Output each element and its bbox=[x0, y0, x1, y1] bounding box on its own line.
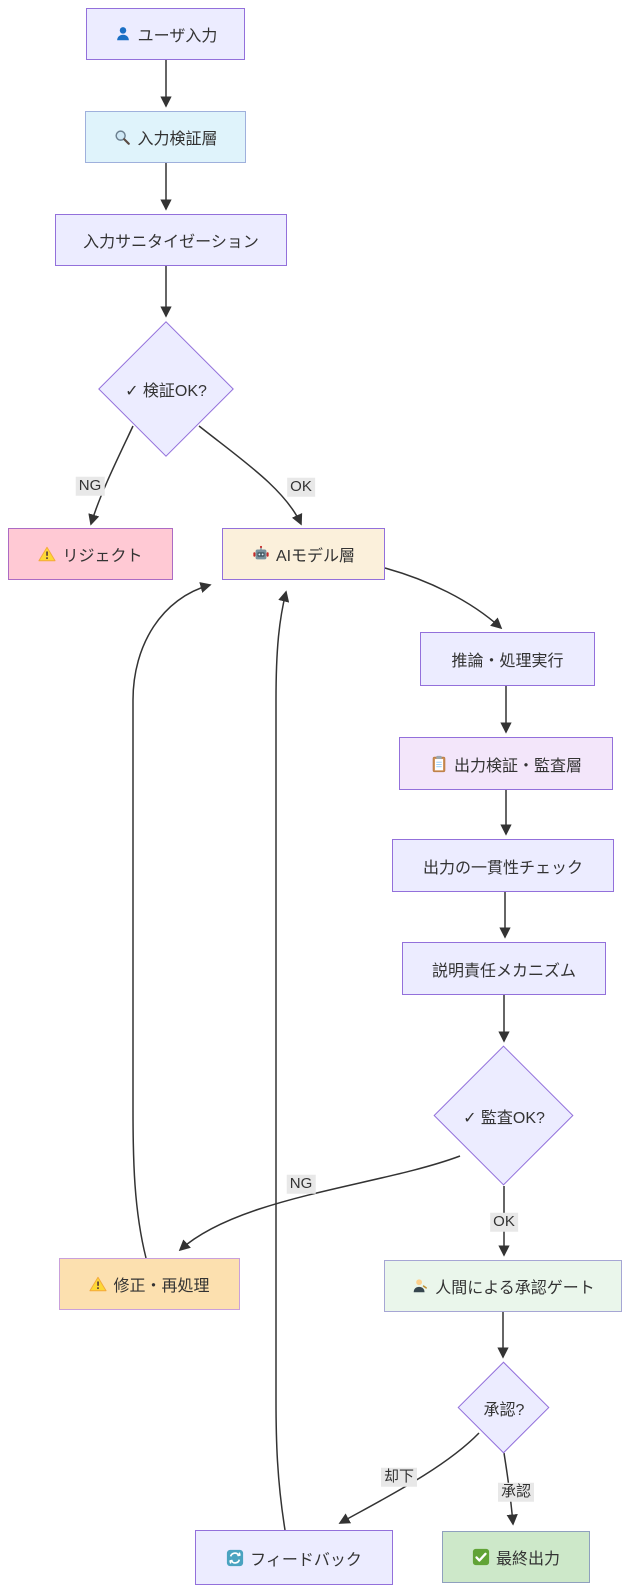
decision-approve-label: 承認? bbox=[483, 1402, 525, 1419]
node-inference-execution: 推論・処理実行 bbox=[420, 632, 595, 686]
decision-audit-ok-label: ✓ 監査OK? bbox=[463, 1110, 545, 1127]
node-label: 推論・処理実行 bbox=[451, 653, 564, 670]
node-human-approval-gate: 人間による承認ゲート bbox=[384, 1260, 622, 1312]
node-user-input: ユーザ入力 bbox=[86, 8, 245, 60]
edge-label-verify-ok: OK bbox=[287, 477, 315, 497]
edge-label-verify-ng: NG bbox=[75, 476, 105, 496]
node-input-validation: 入力検証層 bbox=[85, 111, 246, 163]
node-fix-reprocess: 修正・再処理 bbox=[59, 1258, 240, 1310]
node-feedback: フィードバック bbox=[195, 1530, 393, 1585]
edge-label-audit-ok: OK bbox=[490, 1212, 518, 1232]
node-label: 最終出力 bbox=[495, 1551, 560, 1568]
node-input-sanitization: 入力サニタイゼーション bbox=[55, 214, 287, 266]
node-output-audit-layer: 出力検証・監査層 bbox=[399, 737, 613, 790]
node-label: 入力サニタイゼーション bbox=[83, 234, 259, 251]
robot-icon bbox=[252, 545, 270, 563]
node-ai-model-layer: AIモデル層 bbox=[222, 528, 385, 580]
node-label: 説明責任メカニズム bbox=[431, 962, 576, 980]
search-icon bbox=[113, 128, 131, 146]
node-reject: リジェクト bbox=[8, 528, 173, 580]
edge-verify-ng-to-reject bbox=[88, 425, 134, 526]
node-accountability-mechanism: 説明責任メカニズム bbox=[402, 942, 606, 995]
edge-label-approve-reject: 却下 bbox=[380, 1467, 418, 1487]
edge-ai-to-inference bbox=[384, 567, 503, 630]
node-label: 人間による承認ゲート bbox=[435, 1280, 595, 1297]
warning-icon bbox=[89, 1275, 108, 1293]
node-label: フィードバック bbox=[250, 1551, 362, 1569]
node-label: 修正・再処理 bbox=[113, 1278, 210, 1295]
edge-label-approve-accept: 承認 bbox=[497, 1482, 535, 1502]
node-label: 出力の一貫性チェック bbox=[422, 859, 583, 877]
judge-icon bbox=[411, 1277, 429, 1295]
edge-audit-ng-to-fix bbox=[178, 1155, 461, 1252]
node-label: リジェクト bbox=[62, 548, 143, 565]
decision-verify-ok-label: ✓ 検証OK? bbox=[125, 383, 207, 400]
cycle-icon bbox=[226, 1549, 244, 1567]
clipboard-icon bbox=[430, 755, 448, 773]
check-green-icon bbox=[472, 1548, 490, 1566]
user-icon bbox=[114, 25, 132, 43]
edge-verify-ok-to-ai bbox=[198, 425, 303, 526]
node-final-output: 最終出力 bbox=[442, 1531, 590, 1583]
warning-icon bbox=[38, 545, 57, 563]
node-consistency-check: 出力の一貫性チェック bbox=[392, 839, 614, 892]
node-label: 入力検証層 bbox=[137, 131, 218, 148]
node-label: AIモデル層 bbox=[275, 548, 356, 565]
node-label: ユーザ入力 bbox=[137, 28, 218, 45]
edge-feedback-back-to-ai bbox=[275, 590, 290, 1531]
edge-label-audit-ng: NG bbox=[286, 1174, 316, 1194]
node-label: 出力検証・監査層 bbox=[453, 757, 582, 775]
edge-fix-back-to-ai bbox=[132, 582, 212, 1259]
